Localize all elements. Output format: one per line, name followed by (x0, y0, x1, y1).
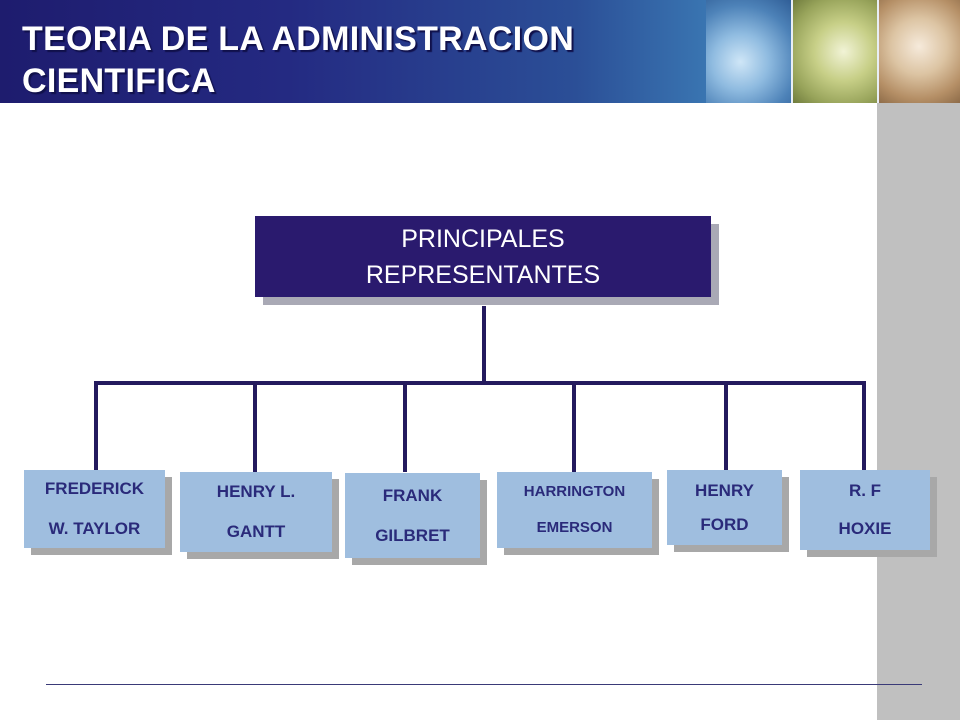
footer-divider (46, 684, 922, 685)
photo-divider (877, 0, 879, 103)
node-henry-ford: HENRY FORD (667, 470, 782, 545)
slide-title: TEORIA DE LA ADMINISTRACION CIENTIFICA (22, 20, 575, 100)
node-frederick-taylor: FREDERICK W. TAYLOR (24, 470, 165, 548)
photo-divider (791, 0, 793, 103)
node-henry-gantt: HENRY L. GANTT (180, 472, 332, 552)
header-photo-pen (878, 0, 960, 103)
right-sidebar (877, 103, 960, 720)
node-rf-hoxie: R. F HOXIE (800, 470, 930, 550)
header-photo-calculator (706, 0, 792, 103)
header-banner: TEORIA DE LA ADMINISTRACION CIENTIFICA (0, 0, 960, 103)
header-photo-keypad (792, 0, 878, 103)
node-frank-gilbret: FRANK GILBRET (345, 473, 480, 558)
root-node: PRINCIPALES REPRESENTANTES (255, 216, 711, 297)
node-harrington-emerson: HARRINGTON EMERSON (497, 472, 652, 548)
